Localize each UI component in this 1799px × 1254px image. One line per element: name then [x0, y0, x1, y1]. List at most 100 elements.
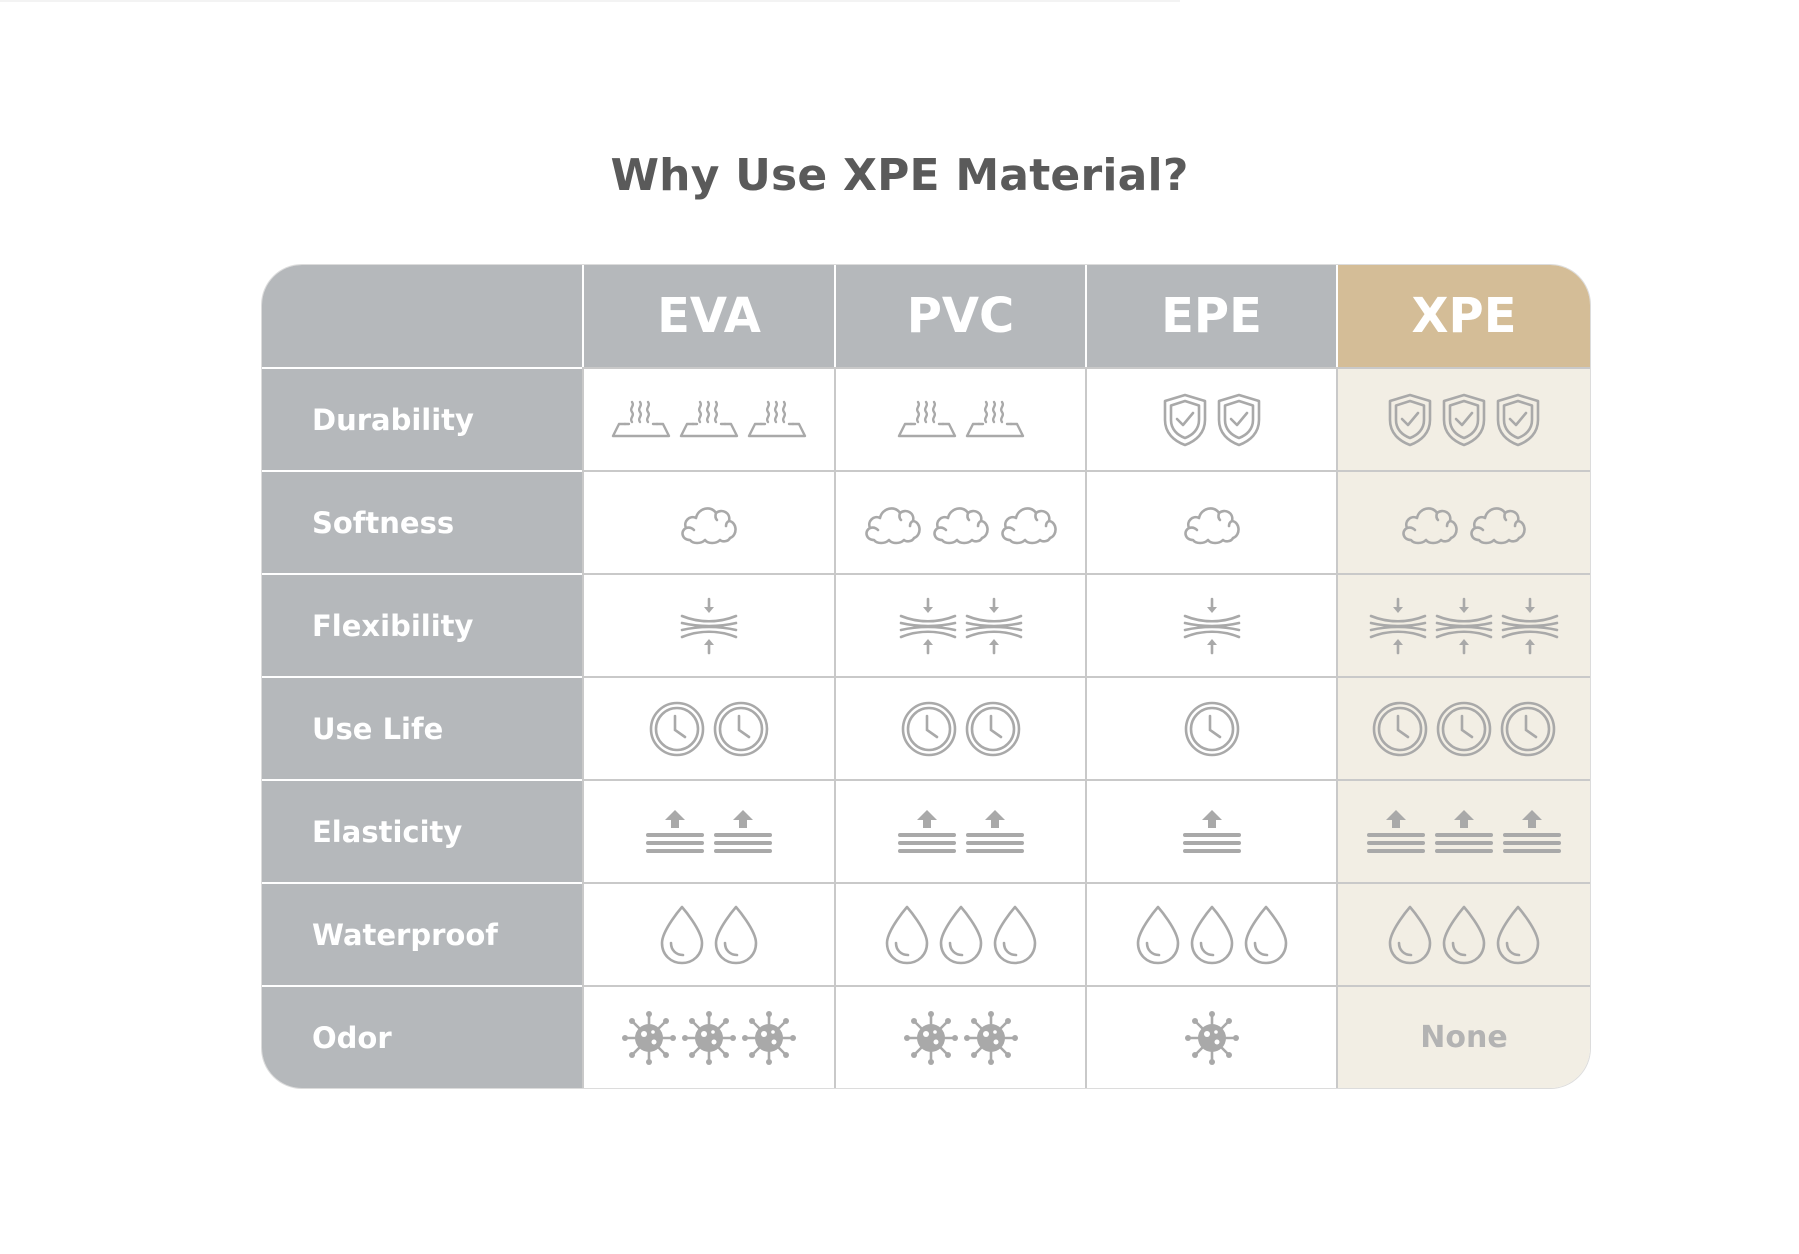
- comparison-table: EVA PVC EPE XPE Durability: [262, 265, 1590, 1088]
- rebound-icon: [1501, 808, 1563, 856]
- page-title: Why Use XPE Material?: [610, 150, 1189, 201]
- cell-durability-eva: [582, 367, 834, 470]
- water-drop-icon: [991, 904, 1039, 966]
- germ-icon: [622, 1010, 676, 1065]
- cell-waterproof-xpe: [1336, 882, 1590, 985]
- water-drop-icon: [658, 904, 706, 966]
- shield-check-icon: [1161, 392, 1209, 448]
- compress-icon: [1368, 597, 1428, 655]
- water-drop-icon: [1242, 904, 1290, 966]
- germ-icon: [963, 1010, 1018, 1065]
- rebound-icon: [644, 808, 706, 856]
- water-drop-icon: [1188, 904, 1236, 966]
- column-header-eva: EVA: [582, 265, 834, 367]
- germ-icon: [682, 1010, 736, 1065]
- compress-icon: [898, 597, 958, 655]
- compress-icon: [1434, 597, 1494, 655]
- water-drop-icon: [883, 904, 931, 966]
- shield-check-icon: [1386, 392, 1434, 448]
- cell-flexibility-epe: [1085, 573, 1336, 676]
- cell-odor-xpe: None: [1336, 985, 1590, 1088]
- none-label: None: [1420, 1020, 1508, 1055]
- cell-durability-epe: [1085, 367, 1336, 470]
- cloud-icon: [998, 500, 1060, 546]
- cell-elasticity-epe: [1085, 779, 1336, 882]
- cell-odor-eva: [582, 985, 834, 1088]
- rebound-icon: [1181, 808, 1243, 856]
- cell-use-life-pvc: [834, 676, 1085, 779]
- shield-check-icon: [1440, 392, 1488, 448]
- heat-plate-icon: [896, 400, 958, 440]
- rebound-icon: [896, 808, 958, 856]
- germ-icon: [903, 1010, 958, 1065]
- top-strip: [0, 0, 1180, 2]
- row-label-waterproof: Waterproof: [262, 882, 582, 985]
- row-label-durability: Durability: [262, 367, 582, 470]
- clock-icon: [712, 700, 770, 758]
- rebound-icon: [1433, 808, 1495, 856]
- cell-softness-epe: [1085, 470, 1336, 573]
- rebound-icon: [712, 808, 774, 856]
- row-label-softness: Softness: [262, 470, 582, 573]
- clock-icon: [1371, 700, 1429, 758]
- cell-waterproof-pvc: [834, 882, 1085, 985]
- clock-icon: [1435, 700, 1493, 758]
- cell-use-life-epe: [1085, 676, 1336, 779]
- cloud-icon: [1399, 500, 1461, 546]
- cloud-icon: [1181, 500, 1243, 546]
- germ-icon: [1184, 1010, 1239, 1065]
- compress-icon: [964, 597, 1024, 655]
- cell-softness-pvc: [834, 470, 1085, 573]
- compress-icon: [1500, 597, 1560, 655]
- column-header-epe: EPE: [1085, 265, 1336, 367]
- water-drop-icon: [1134, 904, 1182, 966]
- clock-icon: [1183, 700, 1241, 758]
- row-label-flexibility: Flexibility: [262, 573, 582, 676]
- row-label-use-life: Use Life: [262, 676, 582, 779]
- cell-odor-epe: [1085, 985, 1336, 1088]
- cell-flexibility-eva: [582, 573, 834, 676]
- cell-flexibility-xpe: [1336, 573, 1590, 676]
- row-label-elasticity: Elasticity: [262, 779, 582, 882]
- cloud-icon: [862, 500, 924, 546]
- cell-softness-xpe: [1336, 470, 1590, 573]
- heat-plate-icon: [678, 400, 740, 440]
- clock-icon: [1499, 700, 1557, 758]
- column-header-pvc: PVC: [834, 265, 1085, 367]
- compress-icon: [1182, 597, 1242, 655]
- cell-odor-pvc: [834, 985, 1085, 1088]
- shield-check-icon: [1215, 392, 1263, 448]
- cloud-icon: [1467, 500, 1529, 546]
- water-drop-icon: [712, 904, 760, 966]
- row-label-odor: Odor: [262, 985, 582, 1088]
- water-drop-icon: [1386, 904, 1434, 966]
- cell-durability-xpe: [1336, 367, 1590, 470]
- cell-waterproof-epe: [1085, 882, 1336, 985]
- water-drop-icon: [1494, 904, 1542, 966]
- cell-softness-eva: [582, 470, 834, 573]
- cell-waterproof-eva: [582, 882, 834, 985]
- heat-plate-icon: [610, 400, 672, 440]
- cell-elasticity-xpe: [1336, 779, 1590, 882]
- cell-durability-pvc: [834, 367, 1085, 470]
- water-drop-icon: [1440, 904, 1488, 966]
- cell-use-life-xpe: [1336, 676, 1590, 779]
- cloud-icon: [678, 500, 740, 546]
- clock-icon: [648, 700, 706, 758]
- heat-plate-icon: [964, 400, 1026, 440]
- water-drop-icon: [937, 904, 985, 966]
- column-header-xpe: XPE: [1336, 265, 1590, 367]
- cloud-icon: [930, 500, 992, 546]
- cell-flexibility-pvc: [834, 573, 1085, 676]
- rebound-icon: [1365, 808, 1427, 856]
- clock-icon: [900, 700, 958, 758]
- germ-icon: [742, 1010, 796, 1065]
- rebound-icon: [964, 808, 1026, 856]
- table-corner: [262, 265, 582, 367]
- cell-elasticity-pvc: [834, 779, 1085, 882]
- heat-plate-icon: [746, 400, 808, 440]
- cell-use-life-eva: [582, 676, 834, 779]
- clock-icon: [964, 700, 1022, 758]
- compress-icon: [679, 597, 739, 655]
- shield-check-icon: [1494, 392, 1542, 448]
